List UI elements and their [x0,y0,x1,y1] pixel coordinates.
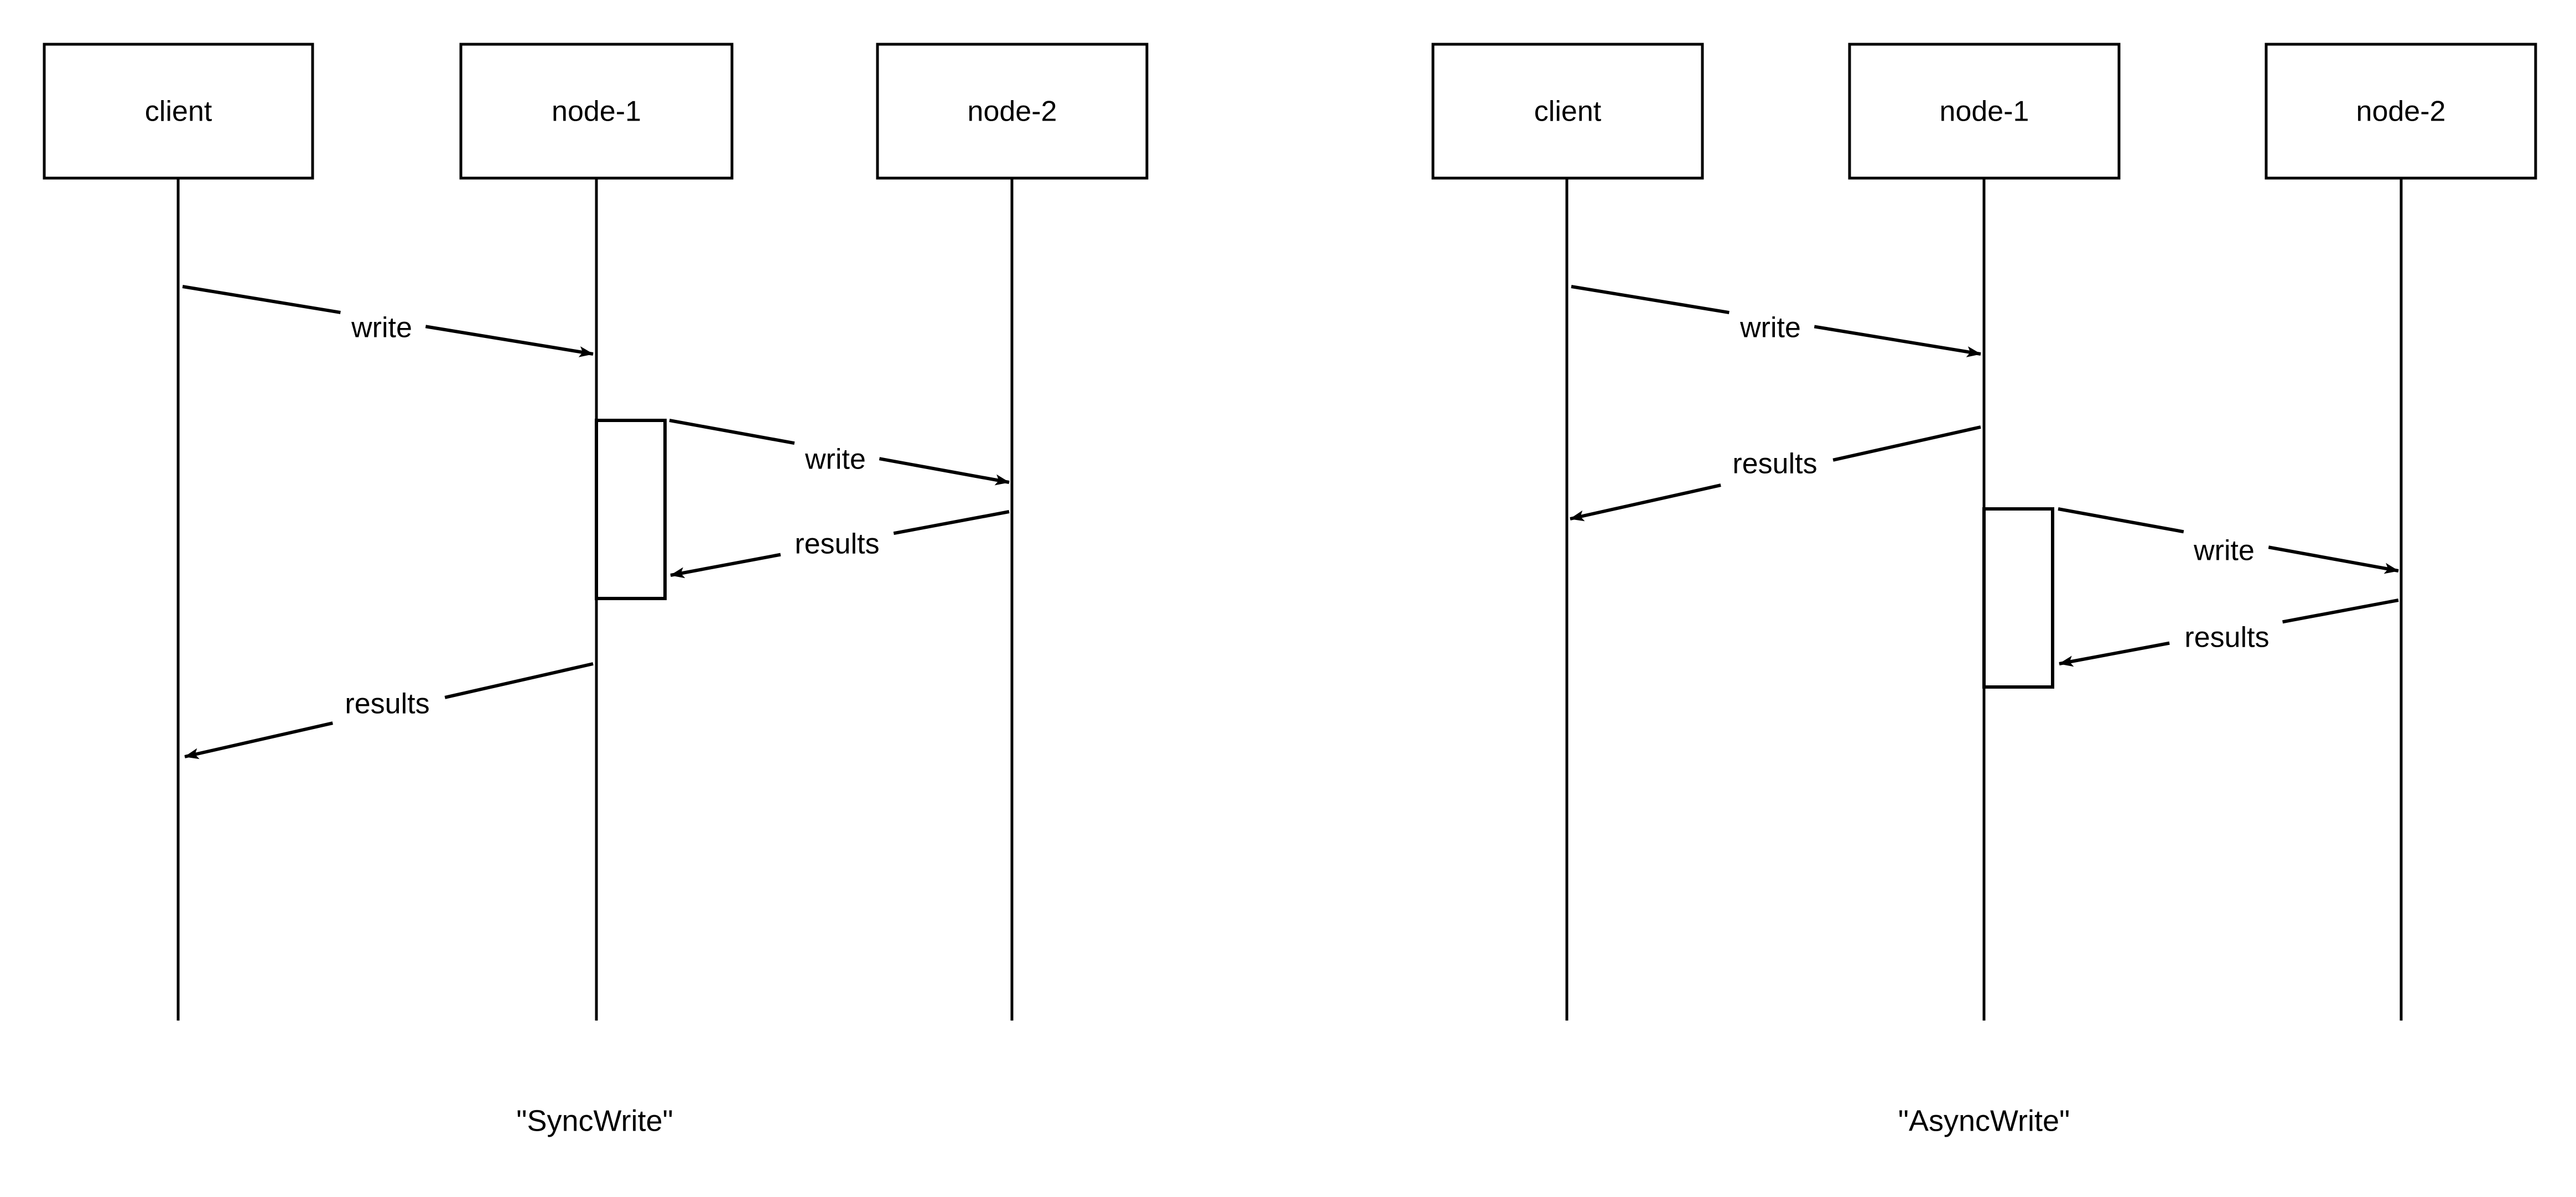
message-label-results: results [345,688,429,720]
diagram-caption-sync-write: "SyncWrite" [516,1104,673,1137]
participant-box-node-2[interactable] [876,43,1149,180]
message-line-write [1814,325,1981,357]
participant-label-node-2: node-2 [968,96,1057,128]
message-line-write [182,285,341,314]
message-label-results: results [2184,622,2269,654]
participant-box-node-1[interactable] [1848,43,2121,180]
message-line-results [2059,641,2170,667]
participant-box-client[interactable] [43,43,314,180]
diagram-caption-async-write: "AsyncWrite" [1898,1104,2070,1137]
message-line-write [879,457,1010,486]
message-label-results: results [1732,448,1817,480]
participant-label-node-2: node-2 [2356,96,2446,128]
message-line-results [1832,425,1981,462]
diagram-sync-write: client node-1 node-2 write write results resul… [43,43,1149,1137]
message-line-write [2058,507,2184,534]
participant-label-node-1: node-1 [1940,96,2029,128]
message-line-results [2282,598,2399,624]
activation-box-node-1[interactable] [1982,507,2054,689]
message-label-write: write [351,312,412,344]
message-label-write: write [804,444,866,476]
participant-label-client: client [1534,96,1602,128]
message-line-results [670,553,781,579]
message-line-results [893,510,1010,535]
message-label-write: write [1739,312,1801,344]
activation-box-node-1[interactable] [595,419,667,600]
participant-box-node-2[interactable] [2265,43,2537,180]
participant-box-node-1[interactable] [459,43,734,180]
diagram-layers: client node-1 node-2 write write results resul… [43,43,2537,1137]
participant-box-client[interactable] [1431,43,1704,180]
message-line-results [184,721,334,759]
message-label-write: write [2193,535,2255,567]
message-line-write [425,325,594,357]
message-line-write [669,419,795,445]
participant-label-client: client [145,96,212,128]
message-label-results: results [794,528,879,560]
message-line-results [1570,483,1721,522]
message-line-write [2268,545,2399,574]
participant-label-node-1: node-1 [552,96,641,128]
message-line-results [444,662,594,699]
message-line-write [1571,285,1730,315]
diagram-async-write: client node-1 node-2 write results write resul… [1431,43,2537,1137]
